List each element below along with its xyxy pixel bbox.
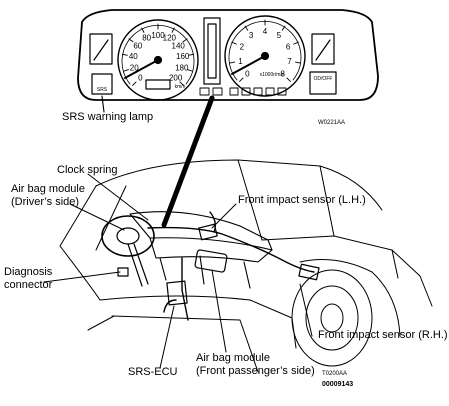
diagnosis-connector-label-1: Diagnosis (4, 266, 53, 278)
speedometer-tick-label: 20 (130, 64, 139, 73)
tachometer-tick (231, 41, 237, 45)
tachometer-tick-label: 4 (263, 27, 268, 36)
document-number: 00009143 (322, 381, 354, 388)
srs-ecu-label: SRS-ECU (128, 366, 178, 378)
speedometer-tick-label: 180 (175, 64, 189, 73)
cluster-to-dashboard-arrow (161, 95, 215, 228)
speedometer-tick-label: 160 (176, 52, 190, 61)
speedometer-tick (132, 81, 137, 86)
speedometer-tick-label: 140 (172, 41, 186, 50)
tachometer-unit: x1000r/min (260, 72, 285, 78)
airbag-driver-label-2: (Driver’s side) (11, 196, 80, 208)
tachometer-tick-label: 6 (286, 42, 291, 51)
speedometer-tick-label: 200 (169, 74, 183, 83)
speedometer-tick (182, 38, 188, 43)
srs-warning-lamp-label: SRS warning lamp (62, 111, 154, 123)
speedometer-tick (123, 69, 129, 72)
tachometer-tick (239, 77, 244, 82)
tachometer-tick-label: 3 (249, 31, 254, 40)
speedometer-unit: km/h (175, 84, 186, 90)
tachometer-tick-label: 5 (277, 31, 282, 40)
fuel-gauge (89, 33, 113, 95)
speedometer-tick-label: 120 (163, 34, 177, 43)
speedometer-tick-label: 0 (138, 74, 143, 83)
tachometer-tick (286, 77, 291, 82)
speedometer-tick-label: 100 (151, 31, 165, 40)
steering-wheel (101, 215, 155, 287)
tachometer-tick (281, 25, 286, 31)
speedometer-tick-label: 80 (142, 34, 151, 43)
temperature-gauge (309, 33, 337, 95)
clock-spring-label: Clock spring (57, 164, 118, 176)
tachometer (224, 15, 306, 97)
srs-lamp-text: SRS (97, 87, 108, 93)
airbag-passenger-label-1: Air bag module (196, 352, 270, 364)
srs-lamp-leader (101, 95, 105, 113)
passenger-airbag-unit (194, 249, 228, 273)
tachometer-tick-label: 7 (287, 57, 292, 66)
front-impact-sensor-rh-label: Front impact sensor (R.H.) (318, 329, 448, 341)
label-leaders (43, 173, 313, 369)
warning-lamp-row (199, 87, 287, 96)
instrument-cluster (77, 9, 379, 101)
tachometer-tick-label: 1 (238, 57, 243, 66)
vehicle-body-outline (59, 159, 433, 373)
bottom-reference-code: T0200AA (322, 371, 348, 377)
speedometer-tick (179, 81, 184, 86)
tachometer-tick (293, 41, 299, 45)
top-reference-code: W0221AA (318, 120, 346, 126)
srs-wiring-harness (147, 211, 315, 321)
speedometer-tick (187, 69, 193, 72)
speedometer-tick (141, 27, 145, 33)
od-off-text: OD/OFF (314, 76, 333, 82)
speedometer-tick-label: 60 (133, 41, 142, 50)
airbag-passenger-label-2: (Front passenger’s side) (196, 365, 315, 377)
speedometer-tick (128, 38, 134, 43)
speedometer (117, 19, 199, 101)
tachometer-tick (244, 25, 249, 31)
front-impact-sensor-lh-label: Front impact sensor (L.H.) (238, 194, 366, 206)
srs-ecu-unit (166, 280, 188, 306)
tachometer-tick-label: 2 (240, 42, 245, 51)
front-impact-sensor-rh-unit (298, 263, 320, 281)
dashboard (129, 211, 273, 289)
speedometer-tick-label: 40 (129, 52, 138, 61)
tachometer-tick-label: 0 (245, 70, 250, 79)
tachometer-tick (294, 61, 301, 64)
tachometer-tick (229, 61, 236, 64)
diagnosis-connector-label-2: connector (4, 279, 53, 291)
speedometer-tick (121, 53, 128, 56)
airbag-driver-label-1: Air bag module (11, 183, 85, 195)
front-impact-sensor-lh-unit (198, 223, 218, 241)
speedometer-tick (188, 53, 195, 56)
tachometer-tick-label: 8 (280, 70, 285, 79)
speedometer-tick (171, 27, 175, 33)
